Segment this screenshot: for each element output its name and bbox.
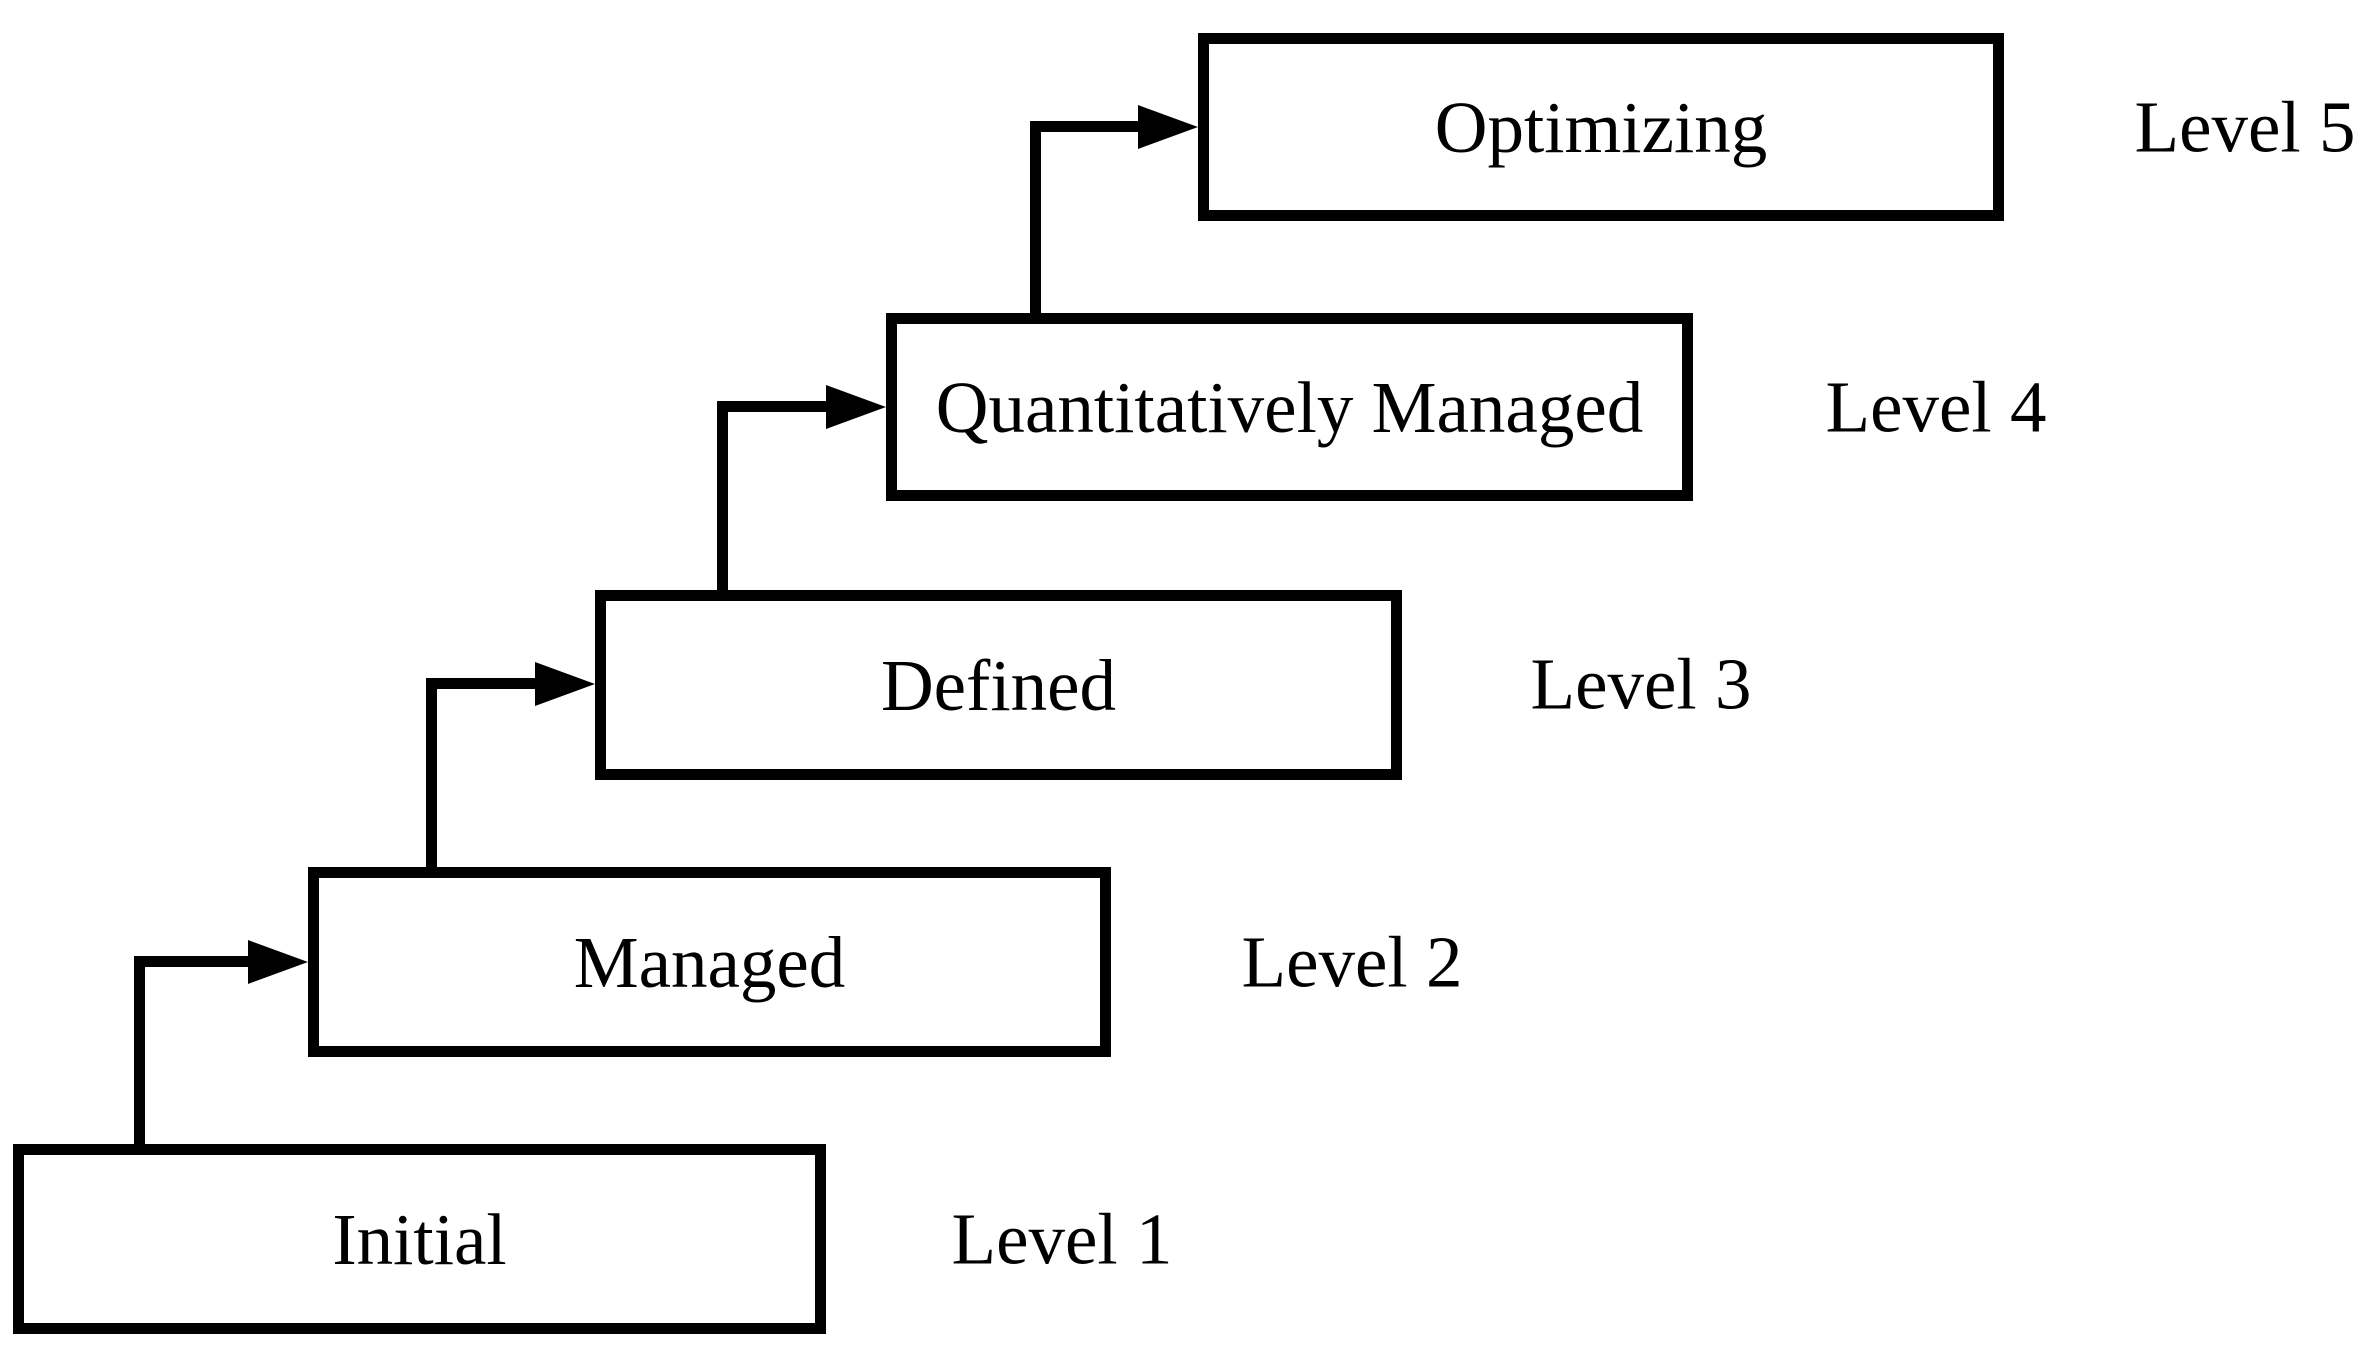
level-box-managed: Managed bbox=[308, 867, 1111, 1057]
level-box-defined: Defined bbox=[595, 590, 1402, 780]
level-caption-3: Level 3 bbox=[1530, 643, 1752, 725]
level-box-initial-label: Initial bbox=[332, 1198, 507, 1280]
level-box-optimizing: Optimizing bbox=[1198, 33, 2004, 221]
arrowhead-icon bbox=[826, 385, 886, 429]
level-box-quantitatively-managed: Quantitatively Managed bbox=[886, 313, 1693, 501]
arrow-vertical-segment bbox=[426, 678, 437, 870]
level-caption-5: Level 5 bbox=[2134, 86, 2356, 168]
level-caption-4: Level 4 bbox=[1825, 366, 2047, 448]
level-box-optimizing-label: Optimizing bbox=[1434, 86, 1768, 168]
arrowhead-icon bbox=[248, 940, 308, 984]
level-box-defined-label: Defined bbox=[880, 644, 1117, 726]
arrowhead-icon bbox=[1138, 105, 1198, 149]
arrow-horizontal-segment bbox=[426, 678, 539, 689]
arrowhead-icon bbox=[535, 662, 595, 706]
arrow-horizontal-segment bbox=[1030, 121, 1142, 132]
level-caption-2: Level 2 bbox=[1241, 921, 1463, 1003]
level-box-initial: Initial bbox=[13, 1144, 826, 1334]
level-box-quantitatively-managed-label: Quantitatively Managed bbox=[935, 366, 1644, 448]
level-box-managed-label: Managed bbox=[573, 921, 846, 1003]
arrow-horizontal-segment bbox=[134, 956, 252, 967]
arrow-vertical-segment bbox=[717, 401, 728, 593]
arrow-vertical-segment bbox=[134, 956, 145, 1148]
level-caption-1: Level 1 bbox=[951, 1198, 1173, 1280]
arrow-vertical-segment bbox=[1030, 121, 1041, 316]
arrow-horizontal-segment bbox=[717, 401, 830, 412]
